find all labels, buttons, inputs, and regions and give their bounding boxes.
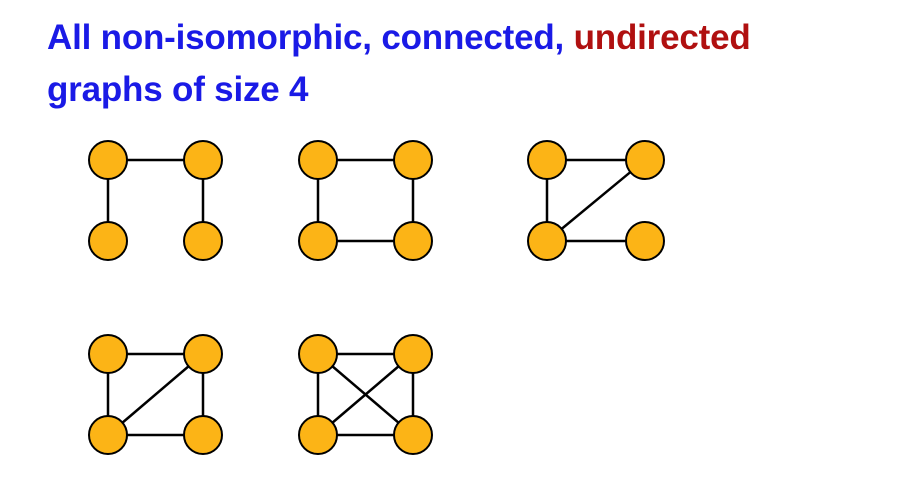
- edge: [107, 353, 204, 436]
- vertex: [393, 334, 433, 374]
- vertex: [183, 334, 223, 374]
- vertex: [183, 221, 223, 261]
- vertex: [298, 221, 338, 261]
- graph-cycle: [298, 140, 433, 261]
- graph-path: [88, 140, 223, 261]
- vertex: [625, 221, 665, 261]
- vertex: [298, 140, 338, 180]
- vertex: [393, 415, 433, 455]
- vertex: [88, 415, 128, 455]
- edge: [317, 353, 414, 436]
- vertex: [298, 334, 338, 374]
- vertex: [88, 334, 128, 374]
- vertex: [625, 140, 665, 180]
- graph-triangle-with-pendant: [527, 140, 665, 261]
- title-part2: graphs of size 4: [47, 70, 309, 109]
- vertex: [183, 140, 223, 180]
- vertex: [88, 221, 128, 261]
- title-part1: All non-isomorphic, connected,: [47, 18, 574, 57]
- vertex: [298, 415, 338, 455]
- edge: [546, 159, 646, 242]
- vertex: [527, 221, 567, 261]
- title-highlight: undirected: [573, 18, 751, 57]
- vertex: [88, 140, 128, 180]
- vertex: [183, 415, 223, 455]
- graph-complete: [298, 334, 433, 455]
- vertex: [393, 140, 433, 180]
- vertex: [393, 221, 433, 261]
- slide-title: All non-isomorphic, connected, undirecte…: [47, 12, 867, 116]
- graph-cycle-with-chord: [88, 334, 223, 455]
- vertex: [527, 140, 567, 180]
